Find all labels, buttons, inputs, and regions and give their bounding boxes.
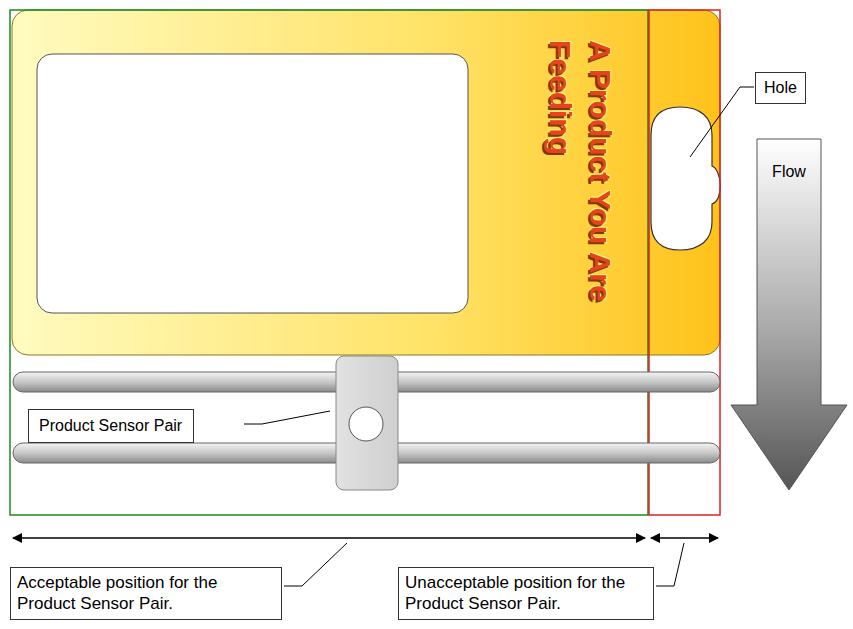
- note-box: Unacceptable position for the Product Se…: [398, 567, 654, 620]
- product-window: [37, 54, 468, 313]
- sensor-eye: [349, 407, 383, 441]
- dimension-arrow: [13, 537, 645, 539]
- box-label: Hole: [764, 78, 797, 98]
- arrow-label: Flow: [730, 162, 848, 182]
- box-label: Product Sensor Pair: [39, 416, 183, 436]
- note-box: Acceptable position for the Product Sens…: [10, 567, 282, 620]
- callout-box: Hole: [755, 72, 806, 104]
- leader-line: [690, 87, 754, 157]
- leader-line: [244, 411, 330, 424]
- acceptable-region: [10, 10, 648, 515]
- unacceptable-region: [649, 10, 720, 515]
- box-label: Unacceptable position for the Product Se…: [405, 572, 647, 615]
- arrow-shape: [730, 138, 848, 491]
- callout-box: Product Sensor Pair: [28, 409, 194, 443]
- product-card: [12, 10, 720, 355]
- dimension-arrow: [651, 537, 718, 539]
- sensor-block: [336, 356, 398, 490]
- box-label: Acceptable position for the Product Sens…: [17, 572, 275, 615]
- leader-line: [284, 543, 347, 586]
- product-title: A Product You Are Feeding: [540, 40, 620, 302]
- flow-arrow: Flow: [730, 138, 848, 491]
- leader-line: [656, 543, 684, 586]
